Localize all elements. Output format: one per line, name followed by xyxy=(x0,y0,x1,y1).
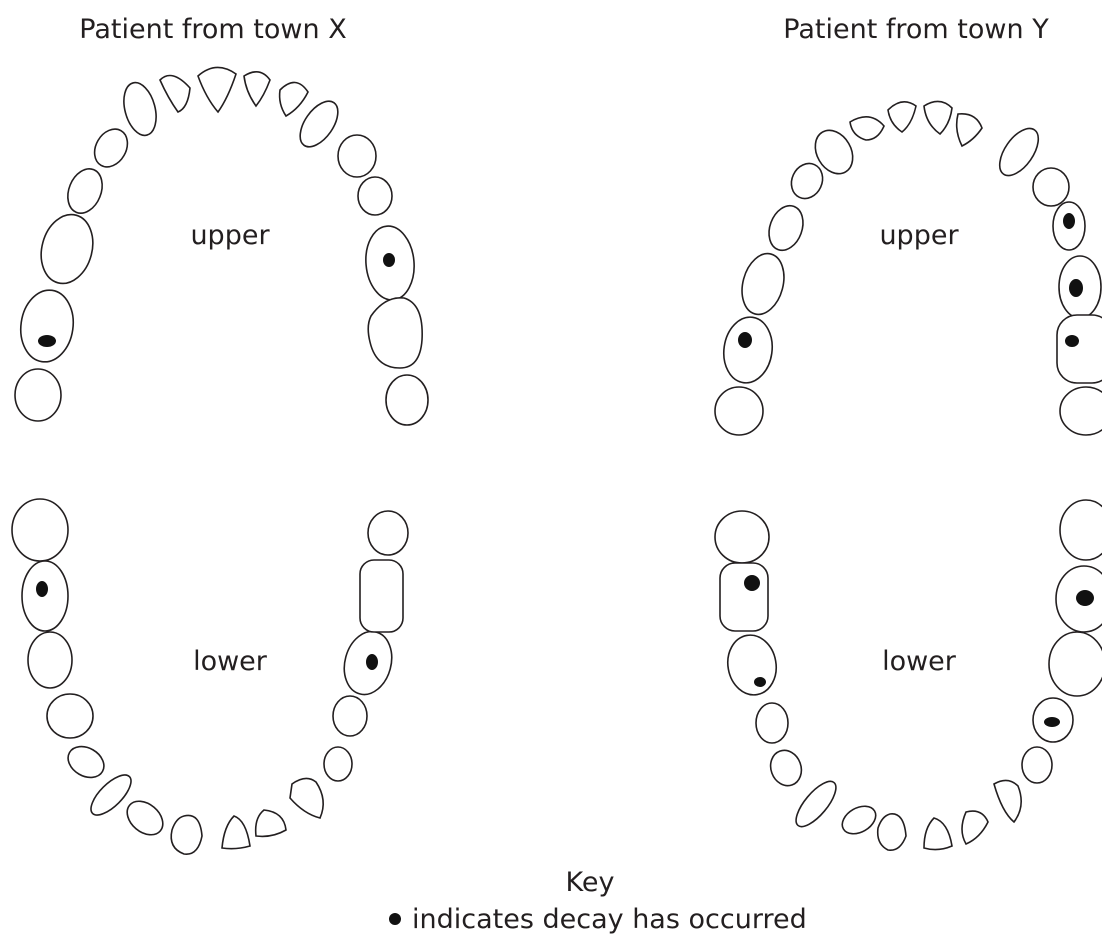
tooth xyxy=(1033,168,1069,206)
key-title: Key xyxy=(566,867,615,898)
tooth xyxy=(723,631,781,698)
tooth xyxy=(1057,315,1102,383)
tooth xyxy=(790,775,843,832)
decay-spot xyxy=(38,335,56,347)
tooth xyxy=(368,298,422,368)
decay-spot xyxy=(744,575,760,591)
tooth xyxy=(888,102,916,132)
patient-x-upper-label: upper xyxy=(190,220,270,251)
patient-y-lower-label: lower xyxy=(882,646,957,677)
decay-spot xyxy=(1063,213,1075,229)
decay-spot xyxy=(1044,717,1060,727)
tooth xyxy=(198,67,236,112)
tooth xyxy=(47,694,93,738)
tooth xyxy=(22,561,68,631)
tooth xyxy=(62,164,109,219)
tooth xyxy=(368,511,408,555)
decay-spot xyxy=(1076,590,1094,606)
tooth xyxy=(12,499,68,561)
tooth xyxy=(994,780,1021,822)
tooth xyxy=(290,778,323,818)
key-text: indicates decay has occurred xyxy=(412,904,807,935)
tooth xyxy=(244,72,270,106)
tooth xyxy=(16,287,78,366)
tooth xyxy=(160,76,190,113)
tooth xyxy=(720,563,768,631)
tooth xyxy=(324,747,352,781)
tooth xyxy=(171,815,202,854)
tooth xyxy=(34,209,100,290)
patient-x-title: Patient from town X xyxy=(79,14,346,45)
decay-spot xyxy=(366,654,378,670)
tooth xyxy=(720,314,777,386)
tooth xyxy=(256,810,286,836)
patient-x-lower-label: lower xyxy=(193,646,268,677)
decay-spot xyxy=(383,253,395,267)
tooth xyxy=(1022,747,1052,783)
tooth xyxy=(766,746,807,790)
tooth xyxy=(837,801,880,840)
tooth xyxy=(756,703,788,743)
tooth xyxy=(360,560,403,632)
tooth xyxy=(1060,500,1102,560)
decay-spot xyxy=(1069,279,1083,297)
key-decay-symbol xyxy=(389,913,401,925)
tooth xyxy=(924,101,952,134)
tooth xyxy=(386,375,428,425)
tooth xyxy=(1049,632,1102,696)
patient-y-upper-arch xyxy=(715,101,1102,435)
tooth xyxy=(222,816,250,849)
patient-y-upper-label: upper xyxy=(879,220,959,251)
tooth xyxy=(962,811,988,844)
decay-spot xyxy=(754,677,766,687)
tooth xyxy=(121,794,170,841)
tooth xyxy=(333,696,367,736)
tooth xyxy=(358,177,392,215)
tooth xyxy=(1060,387,1102,435)
decay-spot xyxy=(1065,335,1079,347)
decay-spot xyxy=(36,581,48,597)
tooth xyxy=(338,135,376,177)
tooth xyxy=(850,117,884,140)
tooth xyxy=(957,114,982,146)
tooth xyxy=(15,369,61,421)
tooth xyxy=(88,123,134,173)
tooth xyxy=(280,82,308,116)
tooth xyxy=(736,249,791,319)
patient-y-title: Patient from town Y xyxy=(783,14,1049,45)
tooth xyxy=(763,201,809,255)
tooth xyxy=(715,511,769,563)
tooth xyxy=(119,79,162,139)
tooth xyxy=(878,814,906,850)
tooth xyxy=(924,818,952,850)
tooth xyxy=(63,740,110,783)
decay-spot xyxy=(738,332,752,348)
tooth xyxy=(28,632,72,688)
tooth xyxy=(715,387,763,435)
